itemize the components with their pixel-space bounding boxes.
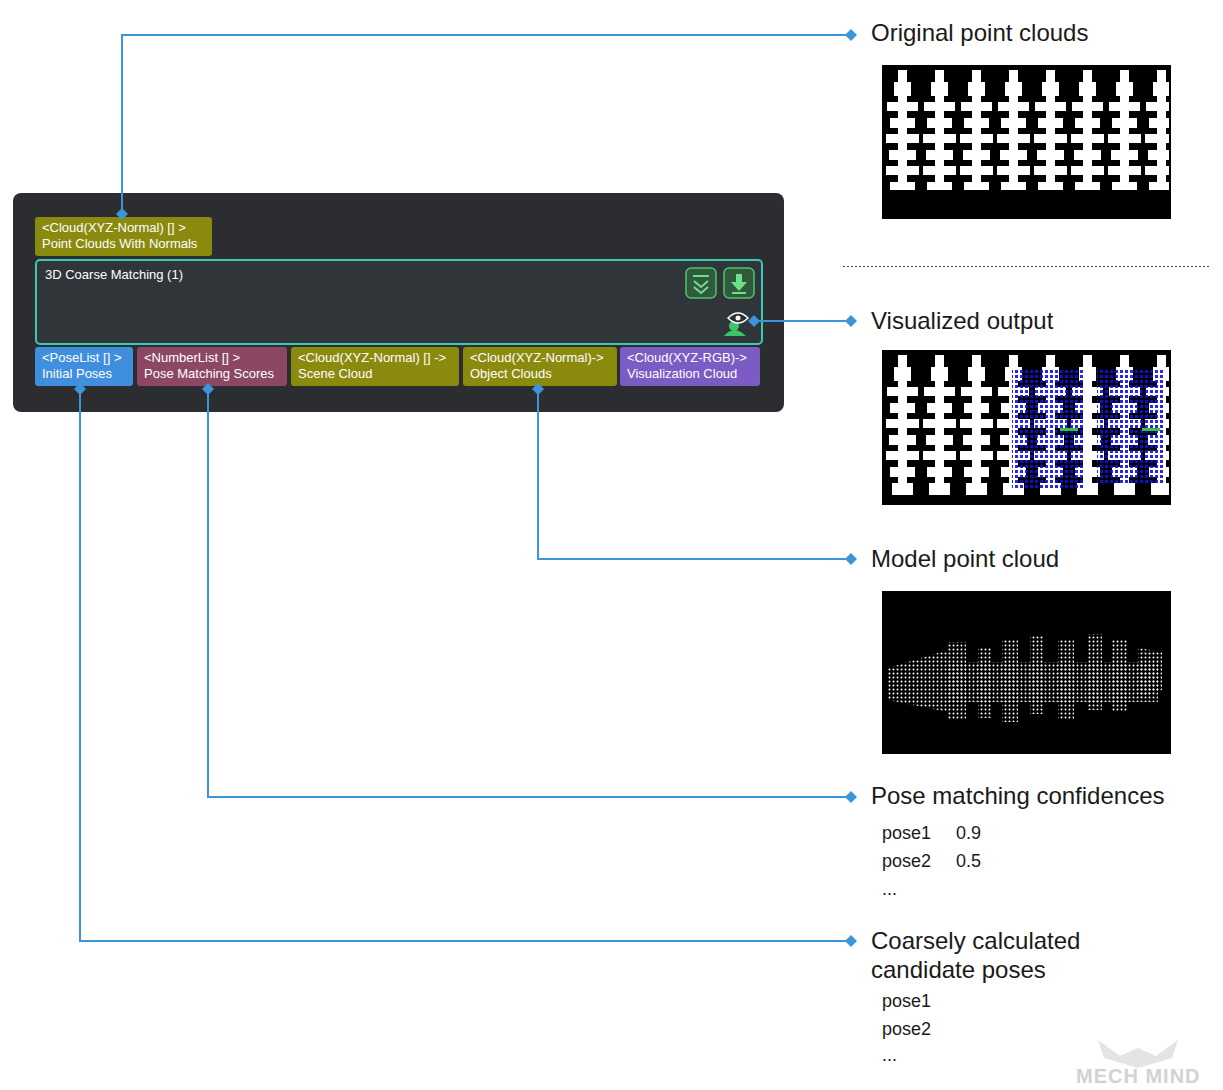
watermark: MECH MIND [1076, 1064, 1201, 1088]
port-name: Visualization Cloud [627, 366, 753, 382]
ellipsis: ... [882, 878, 897, 900]
port-name: Point Clouds With Normals [42, 236, 205, 252]
leader-lines [80, 35, 848, 941]
port-type: <Cloud(XYZ-Normal) [] -> [298, 350, 452, 366]
port-type: <Cloud(XYZ-RGB)-> [627, 350, 753, 366]
leader-diamonds [74, 29, 857, 947]
pose-name: pose1 [882, 990, 931, 1012]
port-type: <PoseList [] > [42, 350, 126, 366]
callout-label: Model point cloud [871, 544, 1059, 573]
port-name: Scene Cloud [298, 366, 452, 382]
callout-label: Original point clouds [871, 18, 1088, 47]
button-icons [686, 268, 754, 298]
input-port: <Cloud(XYZ-Normal) [] >Point Clouds With… [35, 217, 212, 256]
pose-name: pose2 [882, 850, 931, 872]
port-type: <Cloud(XYZ-Normal) [] > [42, 220, 205, 236]
port-type: <NumberList [] > [144, 350, 280, 366]
output-port: <PoseList [] >Initial Poses [35, 347, 133, 386]
port-name: Pose Matching Scores [144, 366, 280, 382]
score-value: 0.5 [956, 850, 981, 872]
output-port: <Cloud(XYZ-Normal)->Object Clouds [463, 347, 617, 386]
separator-line [843, 266, 1210, 267]
visualize-icon [724, 313, 748, 336]
pose-name: pose1 [882, 822, 931, 844]
pose-name: pose2 [882, 1018, 931, 1040]
model-point-cloud-image [882, 591, 1171, 754]
port-name: Object Clouds [470, 366, 610, 382]
output-port: <Cloud(XYZ-Normal) [] ->Scene Cloud [291, 347, 459, 386]
callout-label: Coarsely calculated candidate poses [871, 926, 1111, 984]
ellipsis: ... [882, 1044, 897, 1066]
port-type: <Cloud(XYZ-Normal)-> [470, 350, 610, 366]
operator-panel: <Cloud(XYZ-Normal) [] >Point Clouds With… [13, 193, 784, 412]
score-value: 0.9 [956, 822, 981, 844]
step-box: 3D Coarse Matching (1) [35, 259, 763, 345]
point-cloud-image [882, 65, 1171, 219]
callout-label: Visualized output [871, 306, 1053, 335]
visualized-output-image [882, 350, 1171, 505]
watermark-logo [1098, 1040, 1178, 1068]
output-port: <Cloud(XYZ-RGB)->Visualization Cloud [620, 347, 760, 386]
step-title: 3D Coarse Matching (1) [45, 267, 753, 283]
port-name: Initial Poses [42, 366, 126, 382]
output-port: <NumberList [] >Pose Matching Scores [137, 347, 287, 386]
callout-label: Pose matching confidences [871, 781, 1165, 810]
